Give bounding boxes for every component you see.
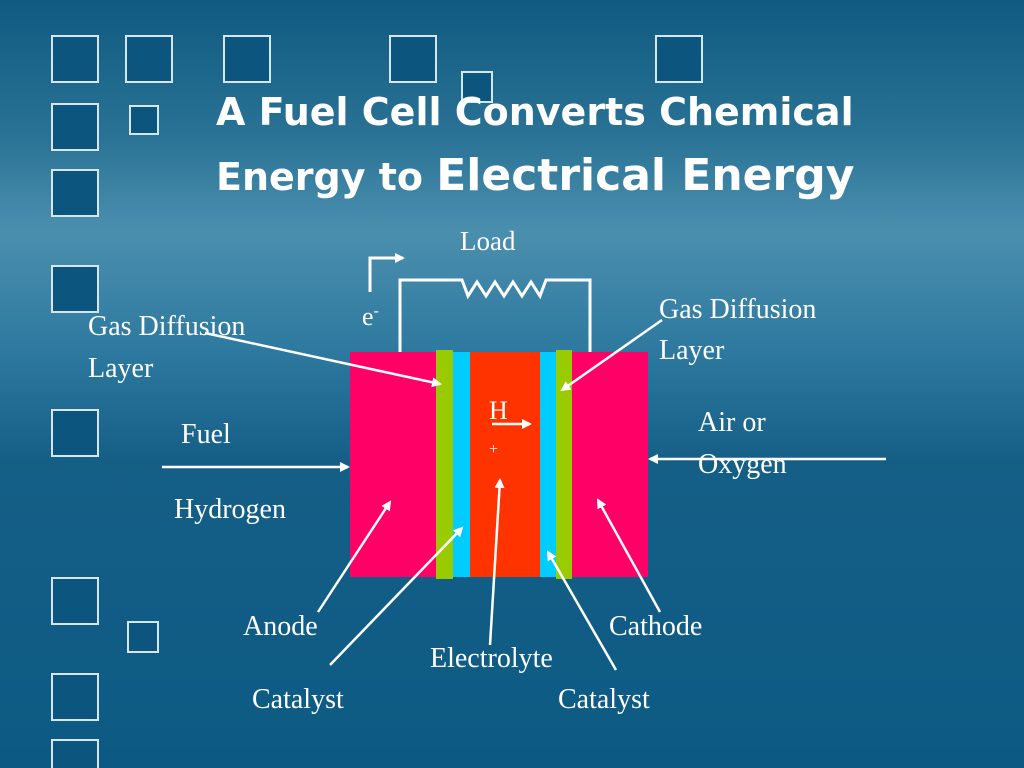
air-label-line2: Oxygen <box>698 449 787 480</box>
anode-label: Anode <box>243 611 318 642</box>
title-line-2a: Energy to <box>216 155 437 199</box>
title-line-1: A Fuel Cell Converts Chemical <box>216 90 854 134</box>
gdl-right-label-line2: Layer <box>659 335 725 366</box>
external-circuit-wire <box>398 278 592 352</box>
gdl-left-label-line1: Gas Diffusion <box>88 311 246 342</box>
cathode-block <box>568 352 648 577</box>
gdl-right-label-line1: Gas Diffusion <box>659 294 817 325</box>
anode-catalyst-layer <box>453 352 470 577</box>
catalyst-left-label: Catalyst <box>252 684 344 715</box>
anode-pointer <box>316 500 392 613</box>
fuel-label: Fuel <box>181 419 231 450</box>
electron-charge: - <box>373 302 379 320</box>
catalyst-right-label: Catalyst <box>558 684 650 715</box>
electron-flow-arrow <box>368 253 405 292</box>
cathode-catalyst-layer <box>540 352 556 577</box>
catalyst-right-pointer <box>546 550 618 671</box>
electron-symbol: e <box>362 302 374 331</box>
electrolyte-block <box>470 352 540 577</box>
catalyst-left-pointer <box>329 526 464 666</box>
slide-title: A Fuel Cell Converts Chemical Energy to … <box>216 80 854 209</box>
cathode-label: Cathode <box>609 611 703 642</box>
cathode-pointer <box>596 498 662 613</box>
electrolyte-pointer <box>488 478 505 646</box>
electron-label: e- <box>362 296 379 338</box>
air-label-line1: Air or <box>698 407 766 438</box>
gdl-left-pointer <box>204 331 442 388</box>
hydrogen-label: Hydrogen <box>174 494 286 525</box>
electrolyte-label: Electrolyte <box>430 643 553 674</box>
load-label: Load <box>460 226 516 256</box>
proton-charge-label: + <box>489 441 499 458</box>
cathode-gas-diffusion-layer <box>556 350 572 579</box>
gdl-right-pointer <box>560 318 663 392</box>
title-line-2b: Electrical Energy <box>436 150 855 201</box>
anode-gas-diffusion-layer <box>436 350 453 579</box>
proton-h-label: H <box>489 396 508 425</box>
gdl-left-label-line2: Layer <box>88 353 154 384</box>
